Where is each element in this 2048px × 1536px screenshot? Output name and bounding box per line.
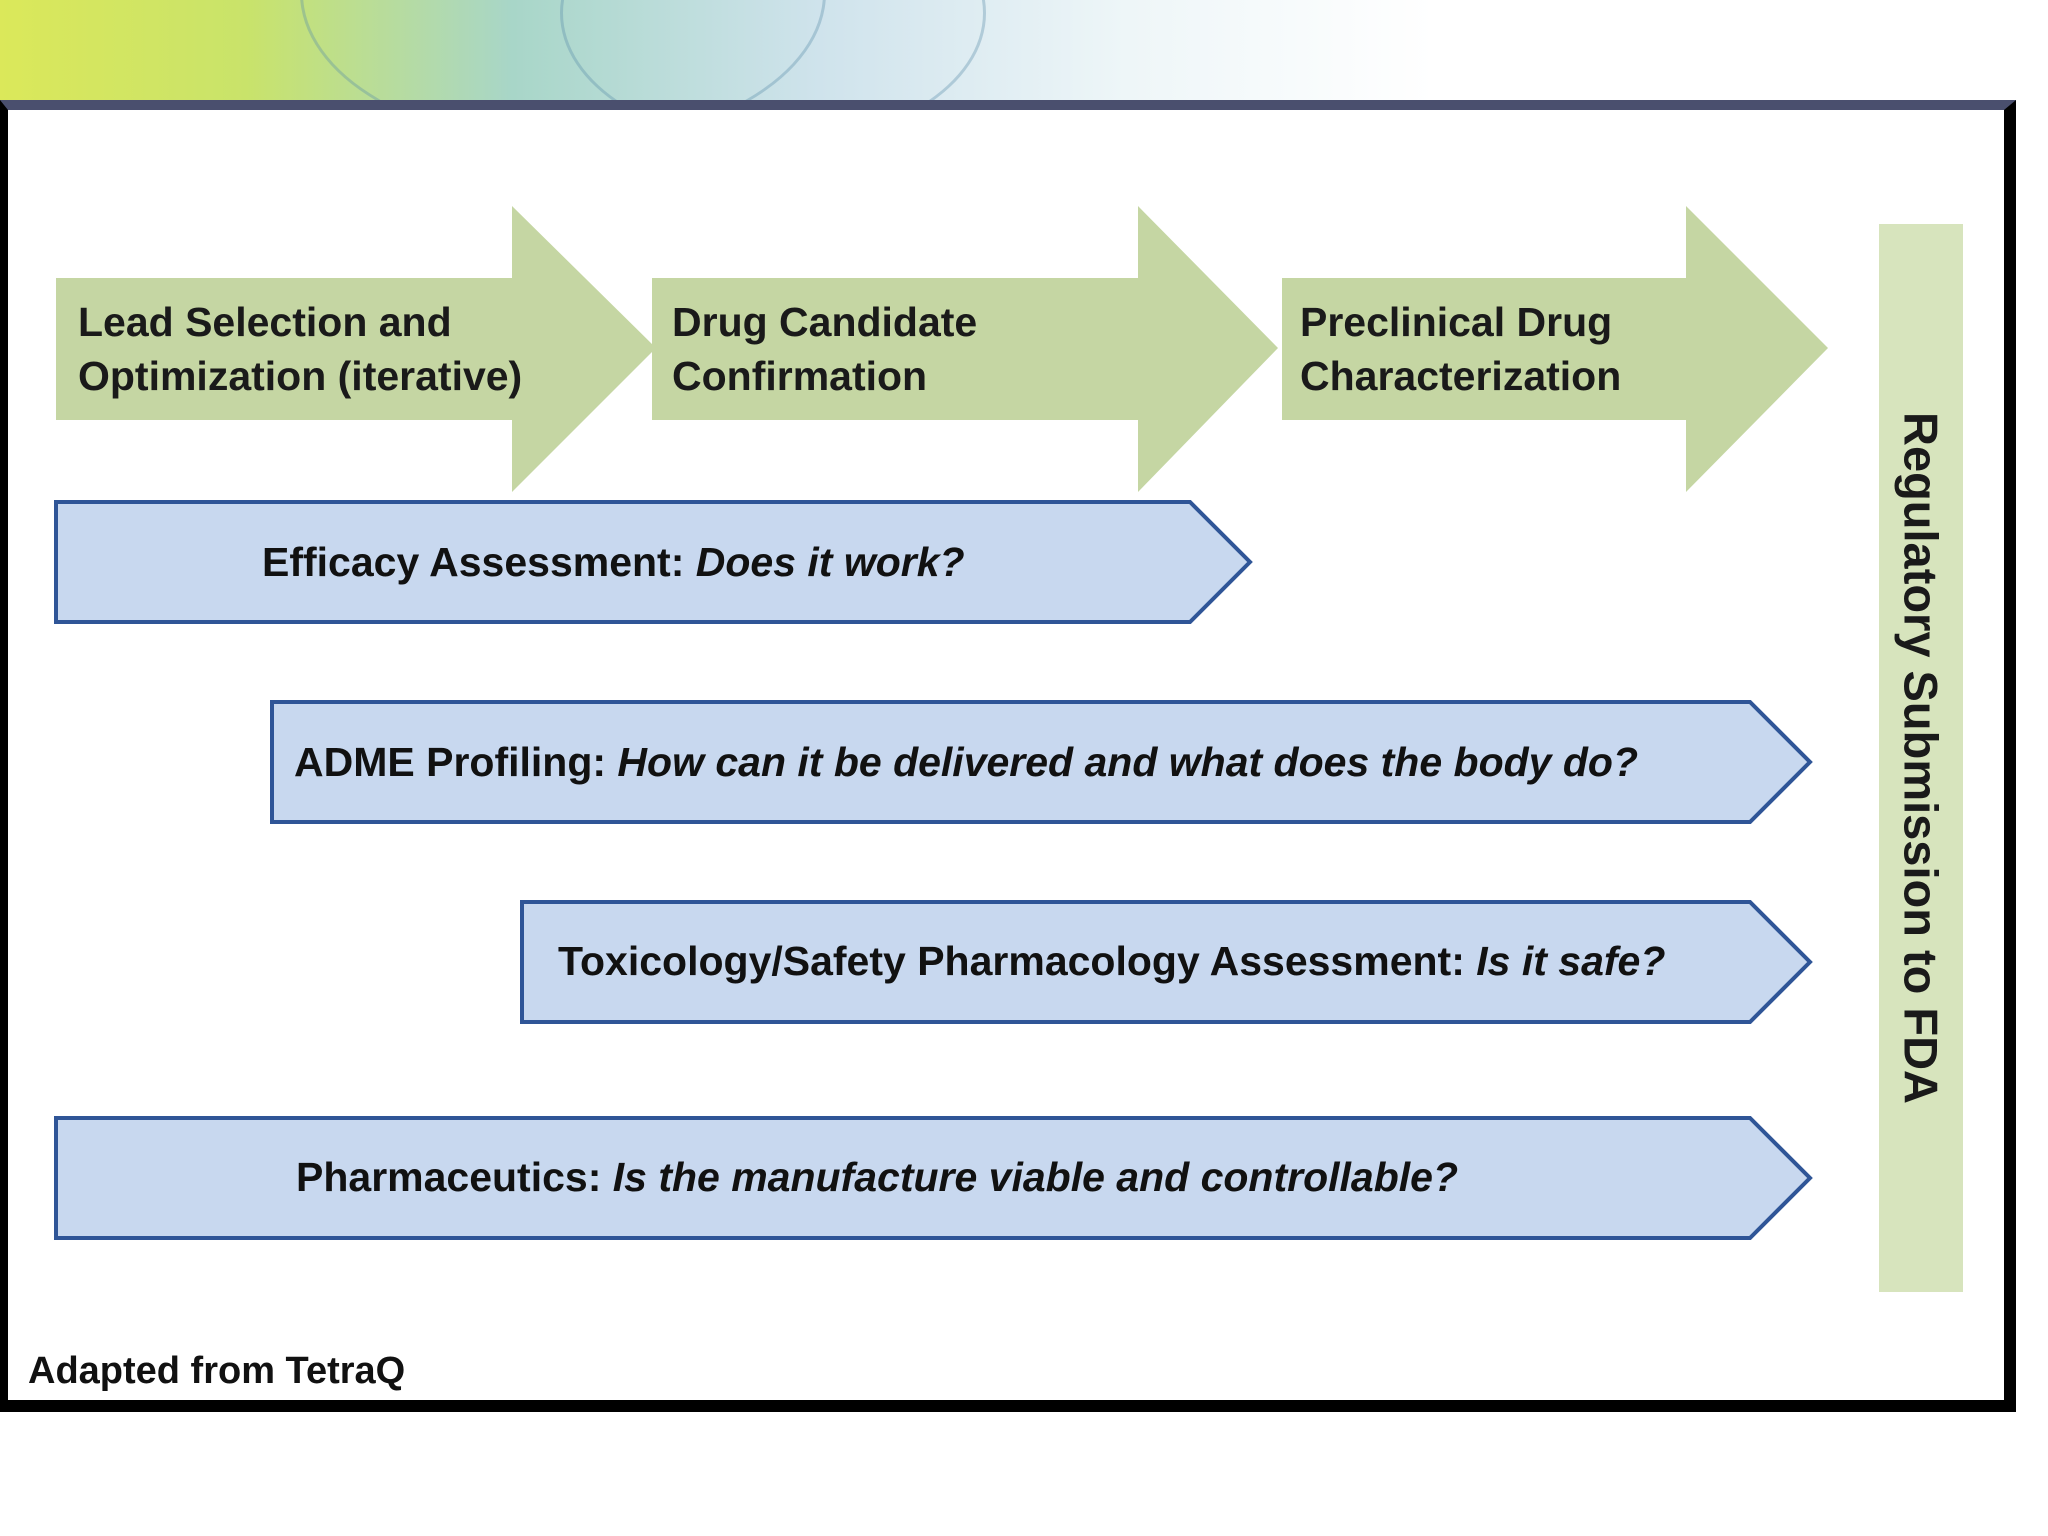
bar-lead-text: ADME Profiling:	[294, 739, 618, 785]
stage-label-line: Preclinical Drug	[1300, 299, 1613, 345]
stage-label-line: Characterization	[1300, 353, 1622, 399]
bar-label-pharmaceutics: Pharmaceutics: Is the manufacture viable…	[296, 1154, 1458, 1201]
bar-lead-text: Efficacy Assessment:	[262, 539, 696, 585]
stage-label-preclinical: Preclinical Drug Characterization	[1300, 295, 1621, 403]
swirl-decoration	[560, 0, 986, 102]
decorative-banner	[0, 0, 2048, 102]
bar-toxicology	[520, 900, 1813, 1024]
stage-label-drug-candidate: Drug Candidate Confirmation	[672, 295, 977, 403]
source-credit: Adapted from TetraQ	[28, 1350, 406, 1392]
bar-pharmaceutics	[54, 1116, 1813, 1240]
bar-label-toxicology: Toxicology/Safety Pharmacology Assessmen…	[558, 938, 1665, 985]
bar-question-text: Is it safe?	[1476, 938, 1666, 984]
bar-adme	[270, 700, 1813, 824]
bar-question-text: Does it work?	[695, 539, 965, 585]
stage-arrow-drug-candidate	[652, 206, 1278, 492]
bar-question-text: How can it be delivered and what does th…	[617, 739, 1638, 785]
stage-label-line: Optimization (iterative)	[78, 353, 523, 399]
bar-efficacy	[54, 500, 1253, 624]
stage-arrow-preclinical	[1282, 206, 1828, 492]
bar-label-adme: ADME Profiling: How can it be delivered …	[294, 739, 1638, 786]
stage-label-line: Lead Selection and	[78, 299, 452, 345]
stage-label-line: Confirmation	[672, 353, 928, 399]
bar-question-text: Is the manufacture viable and controllab…	[612, 1154, 1458, 1200]
bar-lead-text: Pharmaceutics:	[296, 1154, 613, 1200]
stage-arrow-lead-selection	[56, 206, 656, 492]
bar-label-efficacy: Efficacy Assessment: Does it work?	[262, 539, 965, 586]
regulatory-submission-label: Regulatory Submission to FDA	[1894, 412, 1948, 1104]
regulatory-submission-box	[1879, 224, 1963, 1292]
bar-lead-text: Toxicology/Safety Pharmacology Assessmen…	[558, 938, 1477, 984]
stage-label-lead-selection: Lead Selection and Optimization (iterati…	[78, 295, 522, 403]
stage-label-line: Drug Candidate	[672, 299, 978, 345]
